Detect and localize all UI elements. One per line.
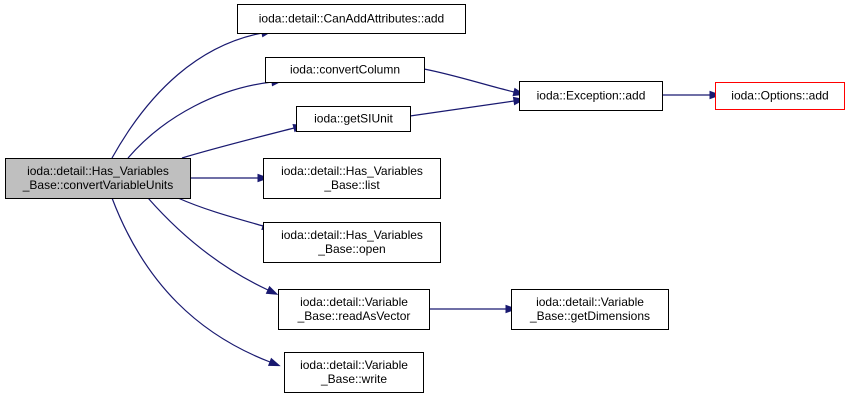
node-box <box>265 57 425 83</box>
node-label-line: _Base::open <box>317 242 385 256</box>
node-optionsadd[interactable]: ioda::Options::add <box>715 82 845 110</box>
node-canaddattr[interactable]: ioda::detail::CanAddAttributes::add <box>237 4 466 34</box>
node-label-line: ioda::convertColumn <box>290 63 400 77</box>
node-label-line: _Base::write <box>320 372 387 386</box>
node-box <box>237 4 466 34</box>
node-label-line: _Base::convertVariableUnits <box>22 178 174 192</box>
edge-line <box>111 197 271 363</box>
node-label-line: ioda::Options::add <box>731 89 828 103</box>
node-list[interactable]: ioda::detail::Has_Variables_Base::list <box>263 158 441 199</box>
edge-line <box>423 68 515 93</box>
node-open[interactable]: ioda::detail::Has_Variables_Base::open <box>263 222 441 263</box>
node-root: ioda::detail::Has_Variables_Base::conver… <box>5 158 191 199</box>
edge-root-to-readasvector <box>147 197 279 295</box>
edge-readasvector-to-getdimensions <box>429 304 518 314</box>
node-convertcolumn[interactable]: ioda::convertColumn <box>265 57 425 83</box>
node-box <box>5 158 191 199</box>
node-box <box>284 352 424 393</box>
node-write[interactable]: ioda::detail::Variable_Base::write <box>284 352 424 393</box>
node-box <box>278 289 430 330</box>
edge-root-to-write <box>111 197 281 367</box>
node-label-line: _Base::readAsVector <box>297 309 411 323</box>
edge-convertcolumn-to-exceptionadd <box>423 68 526 97</box>
node-label-line: ioda::detail::Variable <box>300 358 408 372</box>
edge-root-to-convertcolumn <box>127 77 284 159</box>
edge-line <box>181 127 295 159</box>
node-readasvector[interactable]: ioda::detail::Variable_Base::readAsVecto… <box>278 289 430 330</box>
edge-root-to-list <box>190 173 270 183</box>
node-box <box>263 158 441 199</box>
edge-root-to-getsiunit <box>181 123 306 159</box>
node-label-line: ioda::detail::CanAddAttributes::add <box>259 12 444 26</box>
node-label-line: ioda::detail::Has_Variables <box>281 228 423 242</box>
node-box <box>296 106 411 132</box>
node-label-line: ioda::detail::Has_Variables <box>281 164 423 178</box>
node-label-line: ioda::detail::Variable <box>300 295 408 309</box>
node-label-line: ioda::detail::Variable <box>536 295 644 309</box>
node-box <box>715 82 845 110</box>
node-getsiunit[interactable]: ioda::getSIUnit <box>296 106 411 132</box>
node-getdimensions[interactable]: ioda::detail::Variable_Base::getDimensio… <box>511 289 669 330</box>
edge-line <box>111 32 263 159</box>
node-label-line: ioda::getSIUnit <box>314 112 393 126</box>
node-exceptionadd[interactable]: ioda::Exception::add <box>519 81 663 111</box>
arrowhead <box>267 357 281 367</box>
edge-getsiunit-to-exceptionadd <box>409 96 526 117</box>
edge-line <box>147 197 269 291</box>
edge-exceptionadd-to-optionsadd <box>662 90 722 100</box>
node-box <box>511 289 669 330</box>
node-label-line: ioda::detail::Has_Variables <box>27 164 169 178</box>
edge-line <box>177 197 264 227</box>
arrowhead <box>265 285 279 295</box>
node-box <box>519 81 663 111</box>
edge-root-to-canaddattr <box>111 28 274 159</box>
node-label-line: _Base::getDimensions <box>529 309 650 323</box>
edge-root-to-open <box>177 197 275 231</box>
node-label-line: _Base::list <box>323 178 380 192</box>
nodes-layer: ioda::detail::Has_Variables_Base::conver… <box>5 4 845 393</box>
edge-line <box>127 81 273 159</box>
edge-line <box>409 100 515 117</box>
node-label-line: ioda::Exception::add <box>537 89 646 103</box>
node-box <box>263 222 441 263</box>
